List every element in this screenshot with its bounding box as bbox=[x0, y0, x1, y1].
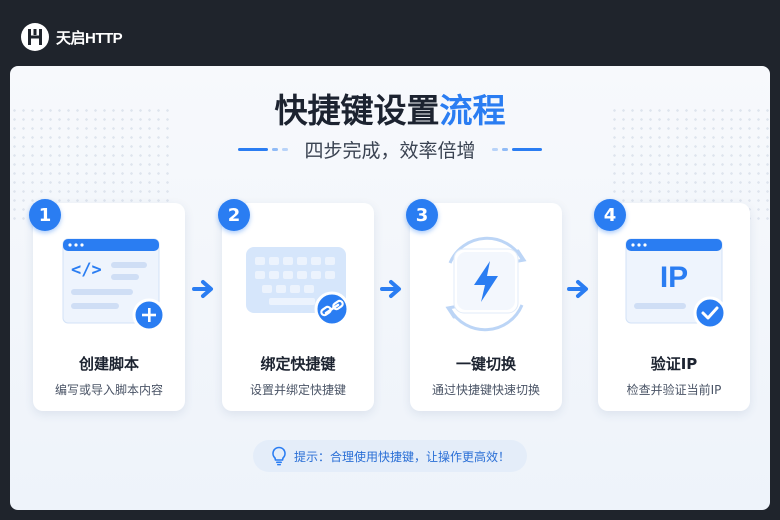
step-title: 绑定快捷键 bbox=[260, 355, 336, 373]
step-number-badge: 2 bbox=[218, 199, 250, 231]
step-title: 创建脚本 bbox=[78, 355, 139, 373]
step-card-4[interactable]: 4 IP 验证IP 检查并验证当前IP bbox=[594, 199, 750, 411]
step-number-badge: 1 bbox=[29, 199, 61, 231]
arrow-right-icon bbox=[192, 280, 213, 298]
lightbulb-icon bbox=[272, 446, 286, 466]
page-title-main: 快捷键设置 bbox=[274, 91, 440, 130]
ip-check-icon: IP bbox=[598, 233, 750, 333]
page-title-accent: 流程 bbox=[439, 91, 506, 130]
step-number-badge: 4 bbox=[594, 199, 626, 231]
ip-label: IP bbox=[659, 261, 689, 294]
code-window-icon: </> bbox=[62, 238, 166, 332]
arrow-right-icon bbox=[567, 280, 588, 298]
main-panel: 快捷键设置流程 四步完成，效率倍增 1 </> 创建脚本 编写或导入脚本内容 bbox=[10, 66, 770, 510]
step-desc: 检查并验证当前IP bbox=[626, 383, 722, 397]
keyboard-link-icon bbox=[246, 247, 350, 327]
step-desc: 通过快捷键快速切换 bbox=[431, 383, 540, 397]
arrow-right-icon bbox=[380, 280, 401, 298]
lightning-switch-icon bbox=[445, 236, 527, 332]
page-subtitle: 四步完成，效率倍增 bbox=[304, 140, 476, 162]
step-card-3[interactable]: 3 一键切换 通过快捷键快速切换 bbox=[406, 199, 562, 411]
subtitle-dash-right bbox=[491, 148, 542, 151]
step-number-badge: 3 bbox=[406, 199, 438, 231]
step-card-1[interactable]: 1 </> 创建脚本 编写或导入脚本内容 bbox=[29, 199, 185, 411]
brand-name: 天启HTTP bbox=[56, 29, 123, 47]
brand-logo[interactable]: 天启HTTP bbox=[20, 22, 123, 52]
subtitle-dash-left bbox=[238, 148, 289, 151]
brand-logo-icon bbox=[21, 23, 49, 51]
step-title: 验证IP bbox=[650, 355, 698, 373]
step-title: 一键切换 bbox=[455, 355, 516, 373]
tip-text: 提示：合理使用快捷键，让操作更高效！ bbox=[293, 449, 510, 464]
page-title: 快捷键设置流程 bbox=[10, 84, 770, 132]
subtitle-row: 四步完成，效率倍增 bbox=[10, 136, 770, 163]
step-card-2[interactable]: 2 绑定快捷键 设置并绑定快捷键 bbox=[218, 199, 374, 411]
top-bar: 天启HTTP bbox=[0, 0, 780, 66]
tip-banner: 提示：合理使用快捷键，让操作更高效！ bbox=[253, 440, 527, 472]
step-desc: 设置并绑定快捷键 bbox=[249, 383, 346, 397]
svg-text:</>: </> bbox=[71, 260, 102, 280]
step-desc: 编写或导入脚本内容 bbox=[54, 383, 163, 397]
